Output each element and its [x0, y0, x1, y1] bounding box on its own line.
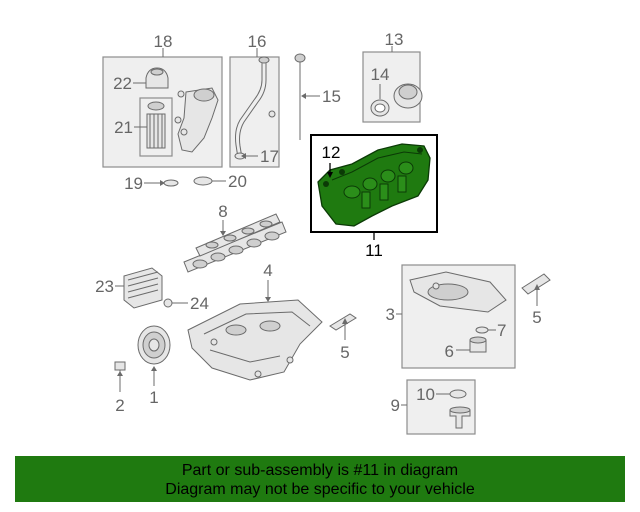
callout-14: 14 — [371, 65, 390, 84]
callout-9: 9 — [391, 396, 400, 415]
group-9-box — [401, 379, 476, 435]
callout-5-lower: 5 — [340, 343, 349, 362]
group-13-box — [362, 46, 423, 123]
group-3-box — [396, 264, 516, 369]
dipstick-15 — [294, 53, 320, 140]
callout-24: 24 — [190, 294, 209, 313]
callout-4: 4 — [263, 261, 272, 280]
callout-23: 23 — [95, 277, 114, 296]
bolt-2 — [114, 361, 126, 392]
callout-20: 20 — [228, 172, 247, 191]
group-18-box — [102, 48, 223, 168]
bracket-5-lower — [329, 313, 357, 340]
callout-8: 8 — [218, 202, 227, 221]
callout-1: 1 — [149, 388, 158, 407]
oil-cooler-23 — [115, 267, 188, 309]
callout-21: 21 — [114, 118, 133, 137]
seal-19-20 — [144, 176, 226, 187]
callout-18: 18 — [154, 32, 173, 51]
group-16-box — [229, 48, 280, 168]
pulley-1 — [137, 325, 171, 386]
callout-5-upper: 5 — [532, 308, 541, 327]
callout-12: 12 — [322, 143, 341, 162]
notice-banner: Part or sub-assembly is #11 in diagram D… — [15, 456, 625, 502]
callout-16: 16 — [248, 32, 267, 51]
callout-10: 10 — [416, 385, 435, 404]
oil-pan-4 — [187, 280, 323, 381]
callout-17: 17 — [260, 147, 279, 166]
valve-cover-11[interactable] — [310, 134, 438, 240]
callout-7: 7 — [497, 321, 506, 340]
callout-13: 13 — [385, 30, 404, 49]
callout-22: 22 — [113, 74, 132, 93]
callout-6: 6 — [445, 342, 454, 361]
notice-line-2: Diagram may not be specific to your vehi… — [165, 481, 475, 498]
callout-labels: 18 16 13 14 22 21 15 17 19 20 12 11 8 23… — [95, 30, 542, 415]
bracket-5-upper — [521, 273, 551, 306]
callout-15: 15 — [322, 87, 341, 106]
callout-3: 3 — [386, 305, 395, 324]
callout-11: 11 — [365, 241, 383, 260]
callout-2: 2 — [115, 396, 124, 415]
callout-19: 19 — [124, 174, 143, 193]
notice-line-1: Part or sub-assembly is #11 in diagram — [181, 462, 459, 479]
gaskets-8 — [183, 213, 287, 273]
